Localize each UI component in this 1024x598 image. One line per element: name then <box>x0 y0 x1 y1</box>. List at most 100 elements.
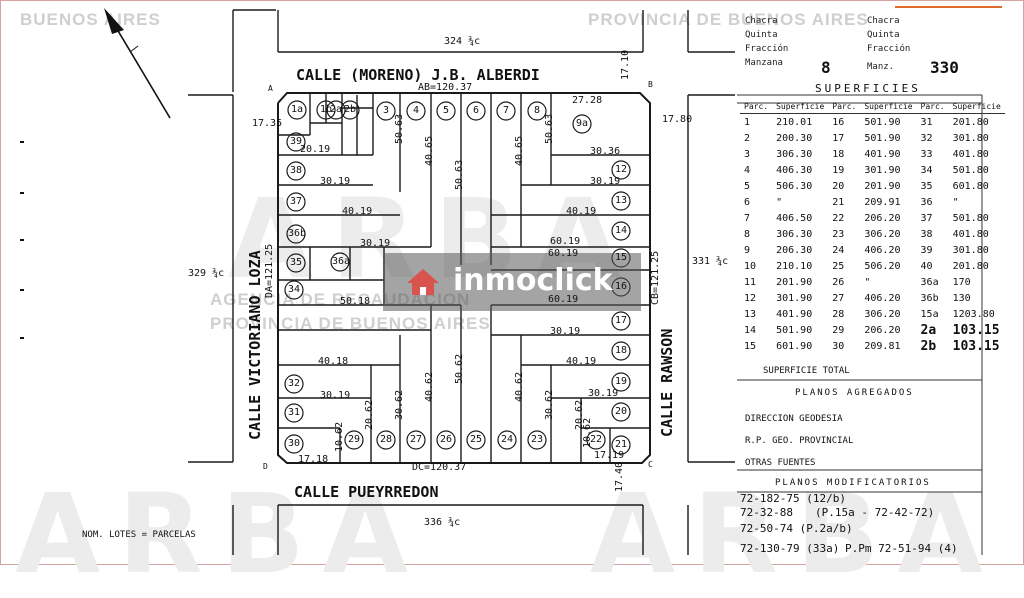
surface-cell: 301.80 <box>952 132 989 144</box>
parcel-label-25: 25 <box>469 434 483 445</box>
parcel-number-cell: 35 <box>920 180 933 192</box>
surface-cell: 1203.80 <box>952 308 995 320</box>
surface-cell: 206.30 <box>776 244 813 256</box>
street-east: CALLE RAWSON <box>658 328 676 437</box>
parcel-label-9a: 9a <box>575 118 589 129</box>
dim-left-5018: 50.18 <box>340 296 371 307</box>
dim-col-5063: 50.63 <box>454 159 465 190</box>
parcel-label-32: 32 <box>287 378 301 389</box>
surface-cell: " <box>864 276 871 288</box>
parcel-number-cell: 23 <box>832 228 845 240</box>
parcel-label-1a: 1a <box>290 104 304 115</box>
parcel-label-6: 6 <box>472 105 480 116</box>
col-sup-2: Superficie <box>860 100 917 114</box>
parcel-label-7: 7 <box>502 105 510 116</box>
parcel-label-38: 38 <box>289 165 303 176</box>
parcel-circle-7 <box>496 101 516 121</box>
parcel-number-cell: 2b <box>920 338 937 354</box>
parcel-number-cell: 40 <box>920 260 933 272</box>
surface-cell: 506.20 <box>864 260 901 272</box>
dim-col-2062: 20.62 <box>364 399 375 430</box>
corner-d: D <box>263 462 268 471</box>
parcel-circle-30 <box>284 434 304 454</box>
dim-col-4062: 40.62 <box>424 371 435 402</box>
accent-line <box>895 6 1002 8</box>
parcel-number-cell: 31 <box>920 116 933 128</box>
parcel-circle-36a <box>330 252 350 272</box>
parcel-circle-24 <box>497 430 517 450</box>
parcel-label-19: 19 <box>614 376 628 387</box>
surface-cell: 406.20 <box>864 292 901 304</box>
parcel-label-13: 13 <box>614 195 628 206</box>
dim-corner-se: 17.19 <box>594 450 625 461</box>
surface-cell: 401.80 <box>952 148 989 160</box>
parcel-label-34: 34 <box>287 284 301 295</box>
parcel-number-cell: 20 <box>832 180 845 192</box>
dim-corner-se-vertical: 17.40 <box>614 461 625 492</box>
dim-left-3019: 30.19 <box>320 176 351 187</box>
parcel-circle-37 <box>286 192 306 212</box>
surface-cell: 601.90 <box>776 340 813 352</box>
dim-col-4065: 40.65 <box>424 135 435 166</box>
parcel-number-cell: 25 <box>832 260 845 272</box>
dim-col-3062b: 30.62 <box>544 389 555 420</box>
parcel-circle-34 <box>284 280 304 300</box>
parcel-circle-2a <box>326 100 346 120</box>
surface-cell: 301.90 <box>864 164 901 176</box>
parcel-label-12: 12 <box>614 164 628 175</box>
parcel-circle-6 <box>466 101 486 121</box>
dim-corner-sw: 17.18 <box>298 454 329 465</box>
watermark-top-left: BUENOS AIRES <box>20 10 161 29</box>
dim-corner-nw: 17.35 <box>252 118 283 129</box>
chacra-label-2: Chacra <box>867 16 900 26</box>
surface-cell: 506.30 <box>776 180 813 192</box>
watermark-province-top: PROVINCIA DE BUENOS AIRES <box>588 10 869 29</box>
dim-south-width: 336 ¾c <box>424 517 461 528</box>
surface-cell: 200.30 <box>776 132 813 144</box>
dim-right-6019: 60.19 <box>548 248 579 259</box>
street-north: CALLE (MORENO) J.B. ALBERDI <box>296 66 540 84</box>
parcel-number-cell: 29 <box>832 324 845 336</box>
parcel-label-4: 4 <box>412 105 420 116</box>
manzana-label: Manzana <box>745 58 783 68</box>
inmoclick-logo: inmoclick <box>383 253 641 311</box>
surface-cell: 401.90 <box>864 148 901 160</box>
parcel-label-39: 39 <box>289 136 303 147</box>
dim-right-4019: 40.19 <box>566 206 597 217</box>
parcel-number-cell: 10 <box>744 260 757 272</box>
col-parc-3: Parc. <box>916 100 949 114</box>
parcel-circle-31 <box>284 403 304 423</box>
dim-right-3019: 30.19 <box>590 176 621 187</box>
corner-a: A <box>268 84 273 93</box>
parcel-number-cell: 1 <box>744 116 751 128</box>
parcel-number-cell: 2 <box>744 132 751 144</box>
quinta-label-2: Quinta <box>867 30 900 40</box>
parcel-label-36b: 36b <box>288 228 307 239</box>
plano-mod-2b: (P.15a - 72-42-72) <box>815 506 935 519</box>
surface-cell: 201.90 <box>776 276 813 288</box>
parcel-number-cell: 2a <box>920 322 937 338</box>
parcel-number-cell: 18 <box>832 148 845 160</box>
parcel-label-21: 21 <box>614 439 628 450</box>
parcel-number-cell: 3 <box>744 148 751 160</box>
parcel-number-cell: 39 <box>920 244 933 256</box>
surface-cell: 306.30 <box>776 228 813 240</box>
parcel-circle-8 <box>527 101 547 121</box>
parcel-label-18: 18 <box>614 345 628 356</box>
parcel-number-cell: 11 <box>744 276 757 288</box>
parcel-number-cell: 8 <box>744 228 751 240</box>
parcel-circle-35 <box>286 253 306 273</box>
parcel-label-37: 37 <box>289 196 303 207</box>
parcel-number-cell: 15 <box>744 340 757 352</box>
dim-left-4019: 40.19 <box>342 206 373 217</box>
superficies-title: SUPERFICIES <box>815 82 921 95</box>
parcel-circle-38 <box>286 161 306 181</box>
plano-mod-2: 72-32-88 <box>740 506 793 519</box>
parcel-circle-20 <box>611 402 631 422</box>
north-arrow-icon <box>104 8 171 119</box>
